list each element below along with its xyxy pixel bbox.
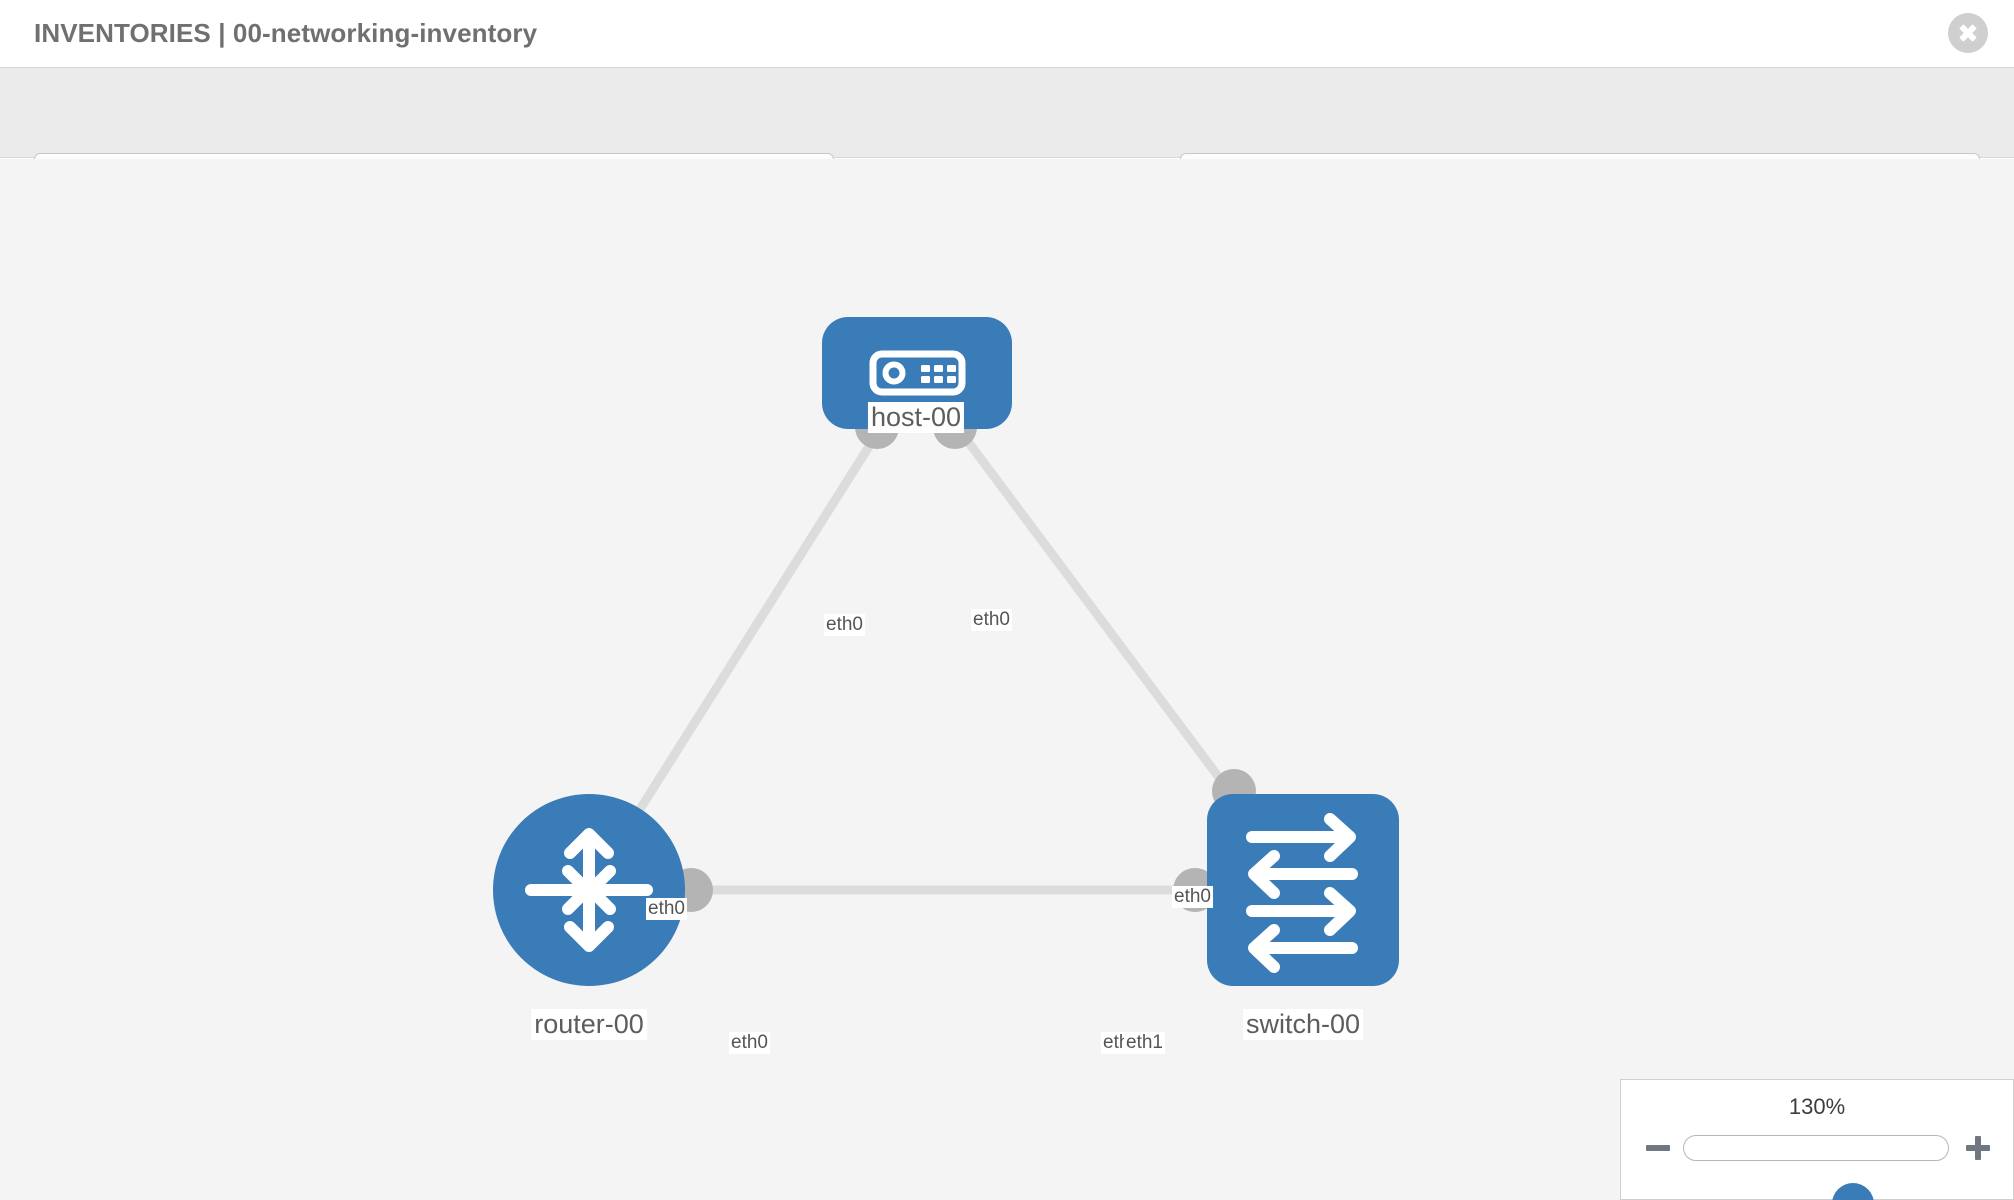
node-label-host-00: host-00	[867, 402, 965, 433]
server-icon	[869, 350, 966, 396]
node-host-00[interactable]	[822, 317, 1012, 429]
node-router-00[interactable]	[493, 794, 685, 986]
toolbar: ACTIONS SEARCH	[0, 68, 2014, 205]
iface-label: eth0	[1172, 886, 1213, 908]
node-label-switch-00: switch-00	[1242, 1009, 1364, 1040]
topology-links	[585, 369, 1307, 895]
link-endpoints	[669, 405, 1256, 912]
iface-label: eth0	[971, 609, 1012, 631]
router-arrows-icon	[525, 828, 653, 952]
iface-label: eth0	[646, 898, 687, 920]
node-label-router-00: router-00	[531, 1009, 647, 1040]
plus-icon[interactable]	[1961, 1131, 1995, 1165]
minus-icon[interactable]	[1641, 1131, 1675, 1165]
zoom-control-panel: 130%	[1620, 1079, 2014, 1200]
node-switch-00[interactable]	[1207, 794, 1399, 986]
topology-canvas[interactable]: host-00 router-00 switch-00 eth0 eth0 et…	[0, 159, 2014, 1200]
zoom-slider-thumb[interactable]	[1832, 1183, 1874, 1200]
link-host-router[interactable]	[585, 369, 920, 893]
iface-label: eth1	[1124, 1032, 1165, 1054]
page-header: INVENTORIES | 00-networking-inventory	[0, 0, 2014, 68]
close-icon[interactable]	[1948, 13, 1988, 53]
iface-label: eth0	[824, 614, 865, 636]
switch-arrows-icon	[1246, 813, 1358, 973]
zoom-slider[interactable]	[1683, 1135, 1949, 1200]
zoom-level-value: 130%	[1788, 1094, 1846, 1119]
topology-graph	[493, 317, 1399, 986]
iface-label: eth	[1101, 1032, 1132, 1054]
page-title: INVENTORIES | 00-networking-inventory	[34, 18, 538, 48]
iface-label: eth0	[729, 1032, 770, 1054]
